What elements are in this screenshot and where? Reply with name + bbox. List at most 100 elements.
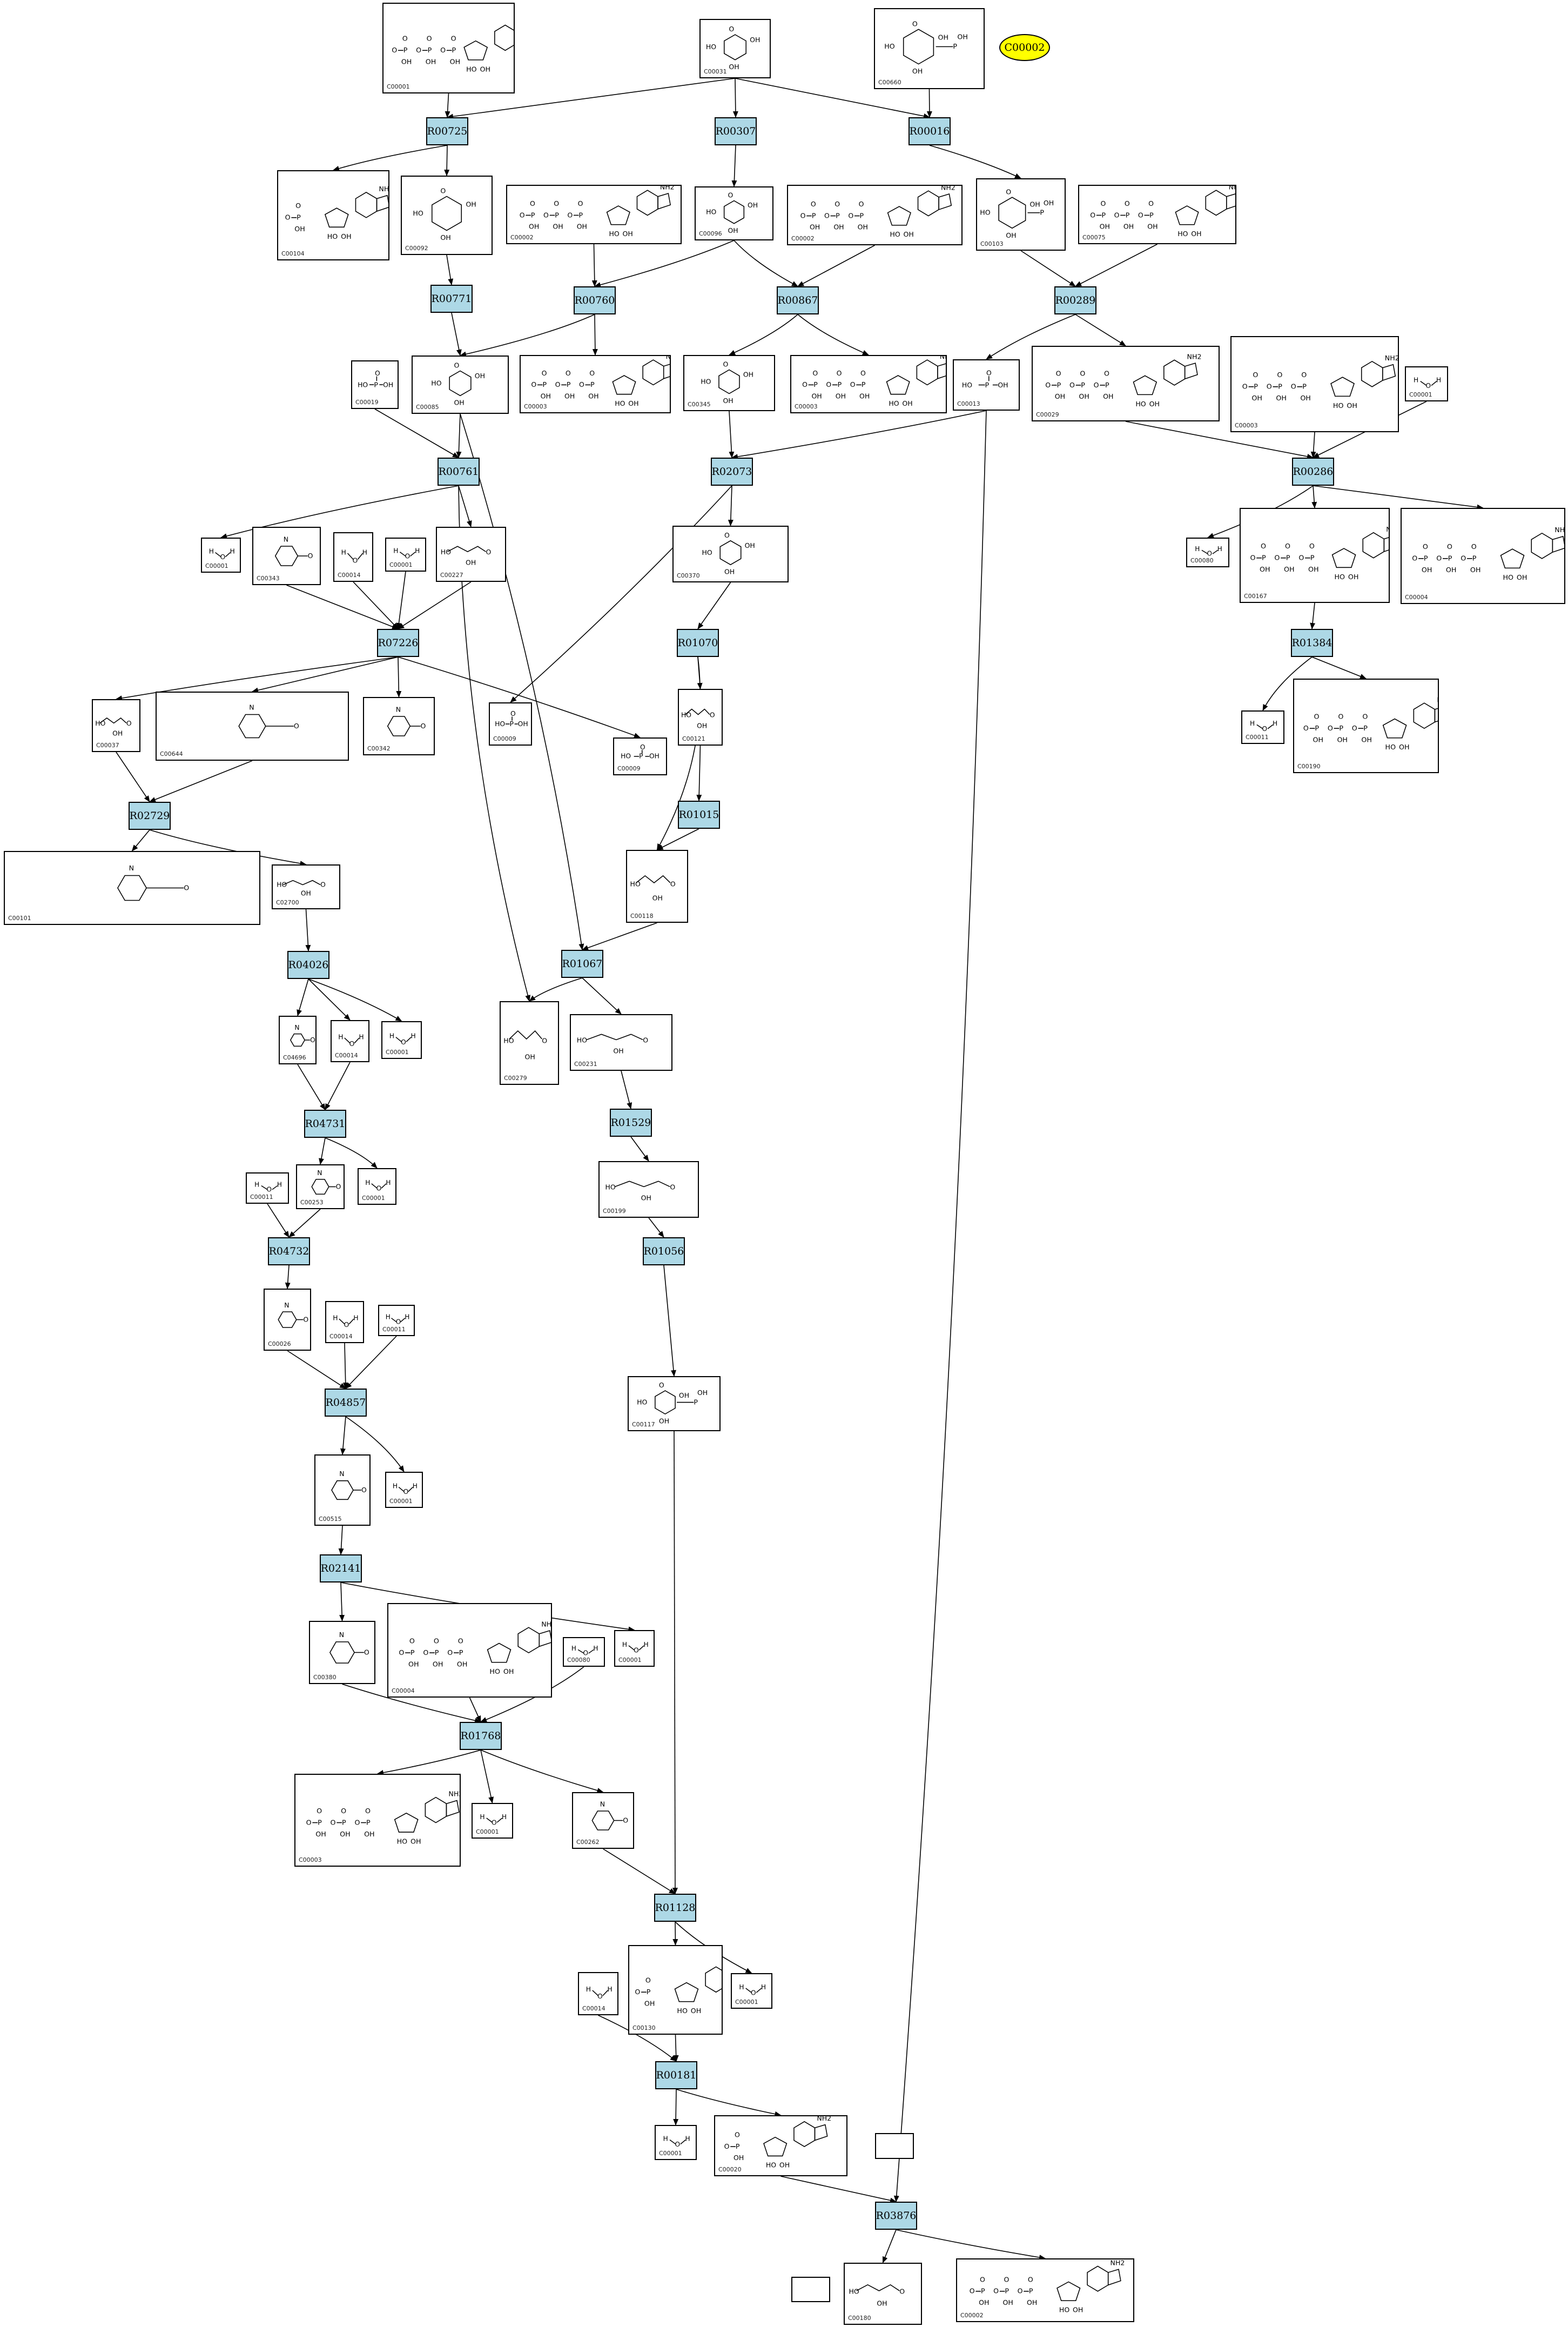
reaction-node[interactable]: R00725 [426,117,468,145]
reaction-node[interactable]: R00289 [1054,286,1096,314]
reaction-node[interactable]: R00771 [430,285,473,313]
highlighted-compound[interactable]: C00002 [999,34,1050,61]
compound-node[interactable]: OPOOHOPOOHOPOOHHOOHNH2C00004 [387,1603,552,1698]
reaction-node[interactable]: R01067 [561,950,603,978]
compound-node[interactable]: OPOOHOPOOHOPOOHHOOHNH2C00190 [1293,679,1439,773]
reaction-node[interactable]: R01384 [1291,629,1333,657]
compound-node[interactable]: OPOOHHOOHNH2C00130 [628,1945,723,2035]
compound-node[interactable]: OPOOHOPOOHOPOOHHOOHNH2C00075 [1078,185,1236,244]
reaction-node[interactable]: R00761 [438,458,480,486]
reaction-node[interactable]: R04026 [287,951,329,979]
compound-node[interactable]: OPOOHOPOOHOPOOHHOOHNH2C00003 [790,355,947,413]
compound-node[interactable]: OPOOHOPOOHOPOOHHOOHNH2C00167 [1240,508,1390,603]
reaction-node[interactable]: R00286 [1292,458,1334,486]
compound-id: C00130 [632,2024,656,2031]
reaction-node[interactable]: R02141 [320,1554,362,1582]
reaction-node[interactable]: R00307 [715,117,757,145]
reaction-node[interactable]: R03876 [875,2202,917,2230]
reaction-node[interactable]: R01768 [460,1722,502,1750]
reaction-node[interactable]: R00760 [574,286,616,314]
empty-compound-node[interactable] [791,2277,830,2302]
compound-node[interactable]: OPOOHOPOOHOPOOHHOOHNH2C00003 [294,1774,461,1867]
compound-node[interactable]: OPOOHOPOOHOPOOHHOOHNH2C00001 [382,3,515,93]
reaction-node[interactable]: R01070 [677,629,719,657]
compound-node[interactable]: OPOOHOPOOHOPOOHHOOHNH2C00004 [1401,508,1565,604]
reaction-node[interactable]: R02729 [129,802,171,830]
compound-node[interactable]: OPOOHOPOOHOPOOHHOOHNH2C00003 [520,355,671,413]
reaction-node[interactable]: R07226 [377,629,419,657]
compound-node[interactable]: OPOOHHOOHNH2C00104 [277,170,389,260]
reaction-node[interactable]: R01128 [654,1894,696,1922]
svg-text:O: O [1303,724,1309,732]
reaction-node[interactable]: R01015 [678,801,720,829]
reaction-node[interactable]: R00867 [777,286,819,314]
compound-node[interactable]: OPOOHOPOOHOPOOHHOOHNH2C00003 [1230,336,1399,432]
reaction-node[interactable]: R04731 [304,1110,346,1138]
reaction-node[interactable]: R01529 [610,1109,652,1137]
reaction-node[interactable]: R00181 [655,2061,697,2089]
reaction-node[interactable]: R00016 [909,117,951,145]
empty-compound-node[interactable] [875,2133,914,2159]
reaction-node[interactable]: R04857 [325,1389,367,1417]
reaction-node[interactable]: R02073 [711,458,753,486]
reaction-node[interactable]: R01056 [643,1237,685,1265]
reaction-node[interactable]: R04732 [268,1237,310,1265]
